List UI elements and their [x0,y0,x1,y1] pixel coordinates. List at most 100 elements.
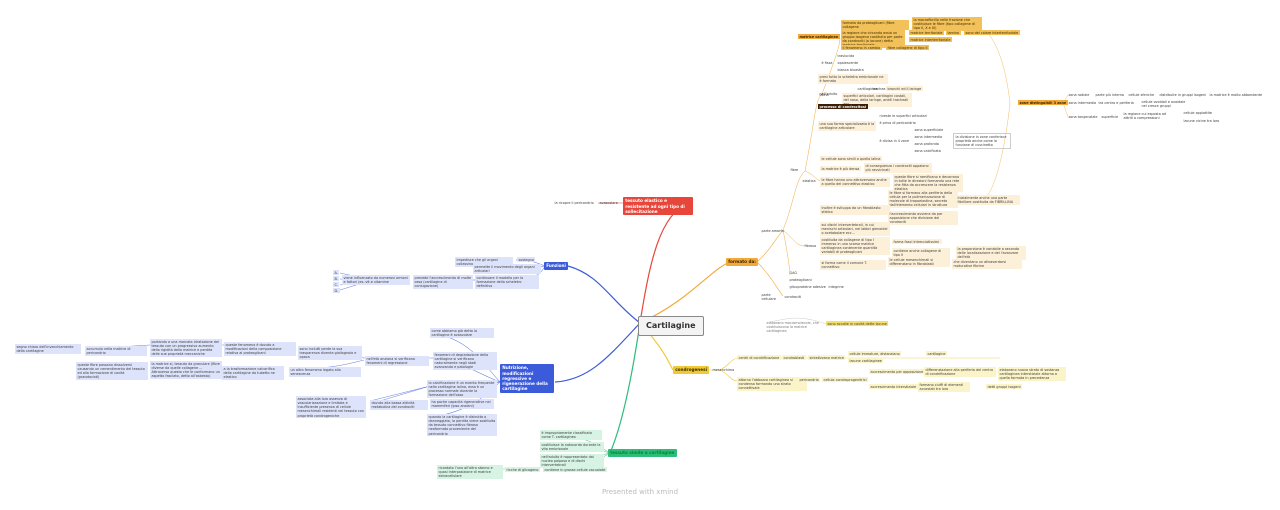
differenziazione-periferia[interactable]: differenziazione alla periferia del cent… [924,367,996,377]
lacune-vicine[interactable]: lacune vicine tra loro [1183,118,1220,123]
trasformazione-calcarifica[interactable]: a la trasformazione calcarifica della ca… [222,366,284,380]
nuovo-strato[interactable]: elaborano nuova strato di sostanza carti… [998,367,1066,381]
calcificazione[interactable]: la calcificazione è un evento frequente … [427,380,497,399]
scheletro-embrionale[interactable]: presi tutto lo scheletro embrionale ne è… [818,74,888,84]
permette[interactable]: permette il movimento degli organi artic… [473,264,541,274]
colore-interterritoriale[interactable]: sono del colore interterritoriale [964,30,1020,36]
bronchi-laringe[interactable]: bronchi ed il laringe [886,86,923,92]
fibre-collagene-ii[interactable]: fibre collagene di tipo II [886,45,929,51]
matrice-territoriale[interactable]: matrice territoriale [909,30,945,36]
fasci-intrecciati[interactable]: forma fasci intrecciatissimi [892,239,942,245]
viene-influenzato[interactable]: viene influenzato da numerosi ormoni e f… [342,275,410,285]
branch-condrogenesi[interactable]: condrogenesi [673,366,710,374]
parte-amorfa[interactable]: parte amorfa [761,228,784,233]
cellule-immature[interactable]: cellule immature, distanziano [848,351,902,357]
branch-tessuto-simile[interactable]: tessuto simile a cartilagine [608,449,677,457]
cellule-sferiche[interactable]: cellule sferiche [1128,92,1155,97]
zona-intermedia-2[interactable]: zona intermedia [1068,100,1097,105]
trachea[interactable]: trachea [872,86,886,91]
tropoelastina[interactable]: le fibre si formano alla periferia della… [888,190,958,209]
e-fissa[interactable]: è fissa [821,60,833,65]
nucleo-polposo[interactable]: nell'adulto è rappresentato dal nucleo p… [540,454,604,468]
accrescimento-apposizione-el[interactable]: l'accrescimento avviene da per apposizio… [888,211,958,225]
connettivo-elastico[interactable]: le fibre hanno uno attraversano anche a … [820,177,890,187]
fenomeno-proteoglicani[interactable]: queste fenomeno è dovuto a modificazioni… [224,342,296,356]
continuare[interactable]: continuare il modello per la formazione … [475,275,539,289]
priva-pericondrio[interactable]: è priva di pericondrio [879,120,916,125]
ialina[interactable]: ialina [819,92,829,97]
zona-tangenziale[interactable]: zona tangenziale [1068,114,1098,119]
impedisce[interactable]: impedisce che gli organi collassino [455,257,513,267]
traslucida[interactable]: traslucida [837,53,855,58]
detti-gruppi-isogeni[interactable]: detti gruppi isogeni [986,384,1023,390]
prevede[interactable]: prevede l'accrescimento di molte ossa (c… [413,275,473,289]
riveste-superfici[interactable]: riveste le superfici articolari [879,113,927,118]
sintetizzano-matrice[interactable]: sintetizzano matrice [808,355,846,361]
macrofibrilla[interactable]: la macrofibrilla nelle frazione che cost… [912,17,982,31]
segno-invecchiamento[interactable]: segno chiaro dell'invecchiamento della c… [15,344,81,354]
cellule-simili-ialina[interactable]: le cellule sono simili a quella ialina [820,156,882,162]
zona-radiale[interactable]: zona radiale [1068,92,1090,97]
condrociti-ravvicinati[interactable]: di conseguenza i condrociti appaiono più… [864,163,932,173]
fibre[interactable]: fibre [790,167,799,172]
gruppi-isogeni[interactable]: distribuite in gruppi isogeni [1159,92,1207,97]
fibrosa[interactable]: fibrosa [804,243,817,248]
sostegno[interactable]: sostegno [517,257,536,263]
regione-attriti[interactable]: la regione cui esposta ad attriti a comp… [1123,111,1167,120]
branch-funzioni[interactable]: Funzioni [544,262,569,270]
integrine[interactable]: integrine [828,284,844,289]
ricche-glicogeno[interactable]: ricche di glicogeno [505,467,540,473]
eta-anziana[interactable]: nell'età anziana si verificano fenomeni … [365,356,429,366]
cellule-appiattite[interactable]: cellule appiattite [1183,110,1213,115]
fenomeni-degradazione[interactable]: fenomeni di degradazione della cartilagi… [433,352,497,371]
collagene-tipo-i[interactable]: costituita da collagene di tipo I immers… [820,237,890,256]
impropriamente[interactable]: è impropriamente classificata come T. ca… [540,430,602,440]
branch-tessuto[interactable]: tessuto elastico e resistente ad ogni ti… [623,197,693,216]
accrescimento-interstiziale[interactable]: accrescimento interstiziale [869,384,918,390]
nell-adulto[interactable]: nell'adulto [819,91,838,96]
divisione-cuscinetto[interactable]: la divisione in zone conferisce propriet… [953,133,1011,149]
parte-cellulare[interactable]: parte cellulare [761,292,776,301]
centro-periferia[interactable]: tra centro e periferia [1098,100,1134,105]
divisa-4-zone[interactable]: è divisa in 4 zone [879,138,910,143]
lacune-cartilaginee[interactable]: lacune cartilaginee [848,358,884,364]
assenza-vascolarizzazione[interactable]: associata alla loro assenza di vascolari… [296,396,366,419]
avascolare-note[interactable]: come abbiamo già detto la cartilagine è … [430,328,494,338]
rete-fitta[interactable]: queste fibre si ramificano e decorrono i… [893,174,963,193]
accrescimento-apposizione[interactable]: accrescimento per apposizione [869,369,925,375]
branch-formato[interactable]: formato da: [726,258,759,266]
comune-connettivo[interactable]: si forma come il comune T. connettivo [820,260,886,270]
collagene-tipo-ii[interactable]: contiene anche collagene di tipo II [892,248,950,258]
cartilagine-leaf[interactable]: cartilagine [926,351,947,357]
avascolare[interactable]: avascolare [599,200,618,205]
elaborano-macromolecole[interactable]: elaborano macromolecole, che costituisco… [766,320,819,334]
elastica[interactable]: elastica [802,178,816,183]
fibroblasto[interactable]: Inoltre è sviluppa da un fibroblasto sfa… [820,205,890,215]
idratazione[interactable]: portando a una marcata idratazione del t… [150,339,222,358]
perde-trasparenza[interactable]: sono inclutti perde la sua trasparenza d… [298,346,362,360]
zona-intermedia[interactable]: zona intermedia [914,134,943,139]
ricopre-pericondrio[interactable]: la ricopre il pericondrio [554,200,594,205]
cellule-vacuolate[interactable]: contiene in grosse cellule vacuolate [543,467,607,473]
fibroblasti[interactable]: le cellule mesenchimali si differenziano… [888,257,950,267]
condrociti[interactable]: condrociti [784,294,802,299]
parte-piu-interna[interactable]: parte più interna [1095,92,1125,97]
cellule-condroprogenitrici[interactable]: cellula condroprogenitrici [822,377,869,383]
strato-connettivale[interactable]: attorno l'abbozzo cartilagineo si conden… [737,377,807,391]
fenomeno-senescenza[interactable]: un altro fenomeno legato alla senescenza [289,367,361,377]
poche-capacita[interactable]: ha poche capacità rigenerative nei mammi… [430,399,494,409]
lamina[interactable]: lamina [946,30,961,36]
pericondrio[interactable]: pericondrio [798,377,821,383]
dischi-intervertebrali[interactable]: sui dischi intervertebrali, in cui menis… [820,222,890,236]
zona-calcificata[interactable]: zona calcificata [914,148,941,153]
maturative[interactable]: che diventano un attraverdarsi maturativ… [952,259,1022,269]
centri-condrificazione[interactable]: centri di condrificazione [737,355,781,361]
matrice-cartilaginea[interactable]: matrice cartilaginea [798,34,840,40]
proporzione-variabile[interactable]: la proporzione è variabile a seconda del… [956,246,1026,260]
proteoglicani[interactable]: proteoglicani [789,277,812,282]
notocorda[interactable]: costituisce la notocorda durante la vita… [540,442,604,452]
accumulo-matrice[interactable]: accumulo nella matrice di pericondrio [85,346,147,356]
glicoproteine[interactable]: glicoproteine adesive [789,284,826,289]
processo-condrocitosi[interactable]: processo di condrocitosi [818,104,868,110]
